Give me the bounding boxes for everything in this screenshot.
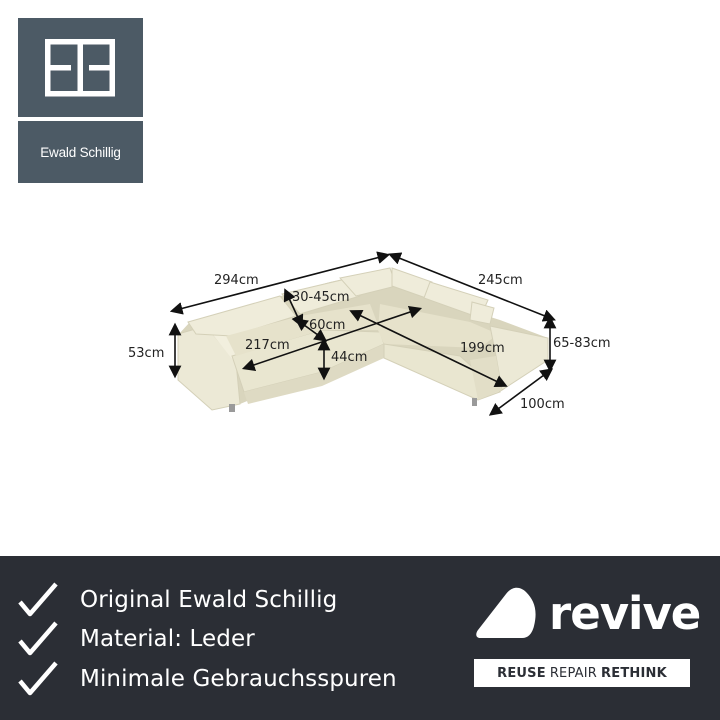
dimension-depth-chaise: 100cm <box>520 397 565 412</box>
tagline-rethink: RETHINK <box>601 665 667 681</box>
dimension-backrest-depth: 30-45cm <box>292 290 350 305</box>
dimension-seat-length-right: 199cm <box>460 341 505 356</box>
feature-item: Original Ewald Schillig <box>18 582 337 618</box>
feature-text: Minimale Gebrauchsspuren <box>80 666 397 692</box>
ewald-schillig-monogram-icon <box>45 39 115 97</box>
checkmark-icon <box>18 621 58 656</box>
brand-logo-wordmark: Ewald Schillig <box>18 121 143 183</box>
revive-wordmark: revive <box>549 587 701 640</box>
checkmark-icon <box>18 582 58 617</box>
dimension-seat-height: 44cm <box>331 350 368 365</box>
brand-logo-mark <box>18 18 143 117</box>
feature-item: Minimale Gebrauchsspuren <box>18 661 397 697</box>
feature-text: Original Ewald Schillig <box>80 587 338 613</box>
revive-tagline: REUSE REPAIR RETHINK <box>474 659 690 687</box>
dimension-total-height: 53cm <box>128 346 165 361</box>
feature-item: Material: Leder <box>18 621 255 657</box>
info-banner <box>0 556 720 720</box>
brand-name: Ewald Schillig <box>40 144 121 160</box>
checkmark-icon <box>18 661 58 696</box>
tagline-reuse: REUSE <box>497 665 546 681</box>
dimension-seat-length-left: 217cm <box>245 338 290 353</box>
feature-text: Material: Leder <box>80 626 255 652</box>
corner-sofa-image <box>168 251 557 416</box>
revive-logo-icon <box>476 587 536 638</box>
tagline-repair: REPAIR <box>549 665 598 681</box>
dimension-height-adjustable: 65-83cm <box>553 336 611 351</box>
dimension-width-right: 245cm <box>478 273 523 288</box>
dimension-width-left: 294cm <box>214 273 259 288</box>
dimension-seat-depth: 60cm <box>309 318 346 333</box>
